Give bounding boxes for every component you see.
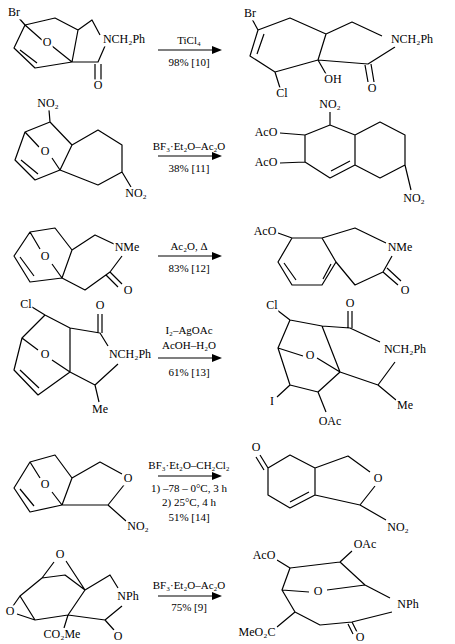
- atom-label: NO₂: [386, 521, 410, 534]
- atom-label: NO₂: [126, 520, 150, 533]
- atom-label: AcO: [254, 156, 279, 169]
- reagent-text: 2) 25°C, 4 h: [161, 496, 217, 508]
- reagent-text: I₂–AgOAc: [164, 324, 213, 336]
- atom-label: NCH₂Ph: [390, 33, 434, 46]
- atom-label: NO₂: [318, 98, 342, 111]
- reagent-text: TiCl₄: [176, 34, 202, 46]
- atom-label: O: [251, 441, 262, 454]
- atom-label: O: [40, 348, 51, 361]
- atom-label: Cl: [19, 298, 32, 311]
- atom-label: O: [313, 585, 324, 598]
- atom-label: O: [55, 548, 66, 561]
- atom-label: OAc: [318, 415, 343, 428]
- atom-label: O: [40, 250, 51, 263]
- atom-label: O: [40, 145, 51, 158]
- atom-label: O: [5, 605, 16, 618]
- atom-label: NMe: [387, 241, 414, 254]
- atom-label: NMe: [114, 241, 141, 254]
- reagent-text: 38% [11]: [168, 162, 211, 174]
- atom-label: O: [93, 79, 104, 92]
- atom-label: O: [123, 284, 134, 297]
- atom-label: NO₂: [124, 187, 148, 200]
- atom-label: O: [123, 472, 134, 485]
- atom-label: O: [373, 472, 384, 485]
- atom-label: O: [40, 478, 51, 491]
- atom-label: OH: [323, 73, 342, 86]
- atom-label: O: [400, 284, 411, 297]
- reagent-text: Ac₂O, Δ: [169, 240, 208, 252]
- reagent-text: 51% [14]: [167, 511, 210, 523]
- atom-label: O: [42, 36, 53, 49]
- atom-label: AcO: [252, 549, 277, 562]
- reagent-text: BF₃·Et₂O–CH₂Cl₂: [147, 459, 230, 471]
- atom-label: CO₂Me: [43, 628, 82, 641]
- atom-label: O: [95, 299, 106, 312]
- atom-label: MeO₂C: [238, 626, 277, 639]
- reagent-text: BF₃·Et₂O–Ac₂O: [152, 579, 227, 591]
- atom-label: Me: [396, 399, 414, 412]
- reagent-text: BF₃·Et₂O–Ac₂O: [152, 140, 227, 152]
- reagent-text: AcOH–H₂O: [161, 339, 217, 351]
- atom-label: AcO: [254, 126, 279, 139]
- atom-label: I: [269, 395, 275, 408]
- atom-label: NO₂: [402, 192, 426, 205]
- atom-label: O: [355, 631, 366, 644]
- reagent-text: 61% [13]: [167, 366, 210, 378]
- atom-label: Br: [7, 6, 21, 19]
- atom-label: O: [345, 297, 356, 310]
- atom-label: NCH₂Ph: [102, 33, 146, 46]
- atom-label: NCH₂Ph: [383, 343, 427, 356]
- atom-label: NPh: [396, 598, 419, 611]
- reagent-text: 98% [10]: [167, 56, 210, 68]
- atom-label: O: [305, 349, 316, 362]
- atom-label: O: [113, 630, 124, 643]
- atom-label: NPh: [116, 590, 139, 603]
- reagent-text: 1) –78 – 0°C, 3 h: [150, 482, 228, 494]
- atom-label: O: [367, 82, 378, 95]
- atom-label: Cl: [275, 87, 288, 100]
- atom-label: Br: [243, 7, 257, 20]
- reagent-text: 75% [9]: [170, 601, 208, 613]
- atom-label: NO₂: [36, 97, 60, 110]
- atom-label: AcO: [253, 225, 278, 238]
- reagent-text: 83% [12]: [167, 262, 210, 274]
- atom-label: OAc: [353, 538, 378, 551]
- atom-label: Me: [91, 403, 109, 416]
- atom-label: NCH₂Ph: [108, 348, 152, 361]
- atom-label: Cl: [265, 299, 278, 312]
- reaction-arrows: [158, 46, 222, 600]
